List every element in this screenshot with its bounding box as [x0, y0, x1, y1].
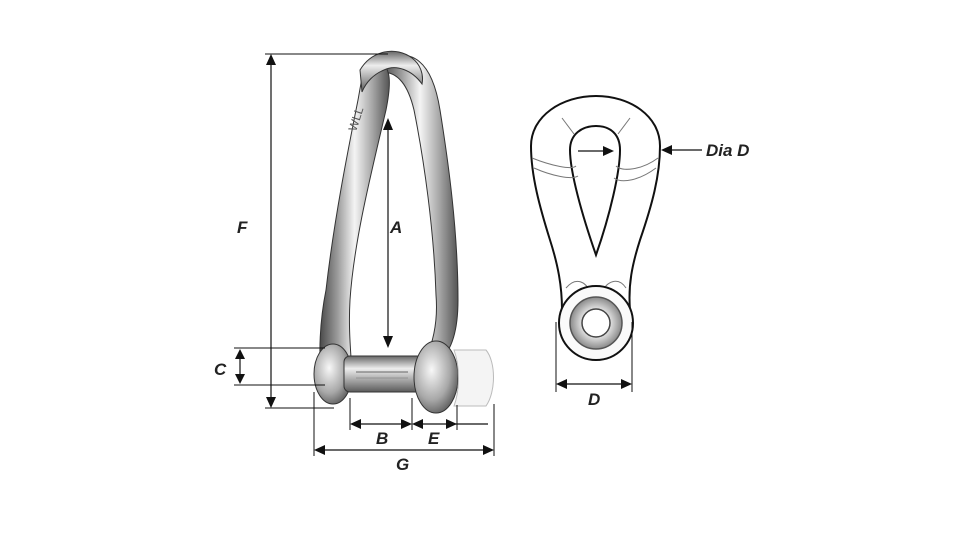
label-e: E	[428, 429, 440, 448]
label-d: D	[588, 390, 600, 409]
label-c: C	[214, 360, 227, 379]
label-g: G	[396, 455, 409, 474]
side-view	[529, 94, 702, 392]
label-b: B	[376, 429, 388, 448]
pin-cap	[453, 349, 494, 407]
label-dia-d: Dia D	[706, 141, 749, 160]
dimension-lines	[234, 53, 495, 456]
label-a: A	[389, 218, 402, 237]
pin	[343, 355, 425, 393]
label-f: F	[237, 218, 248, 237]
shackle-body: WLL	[313, 50, 494, 414]
